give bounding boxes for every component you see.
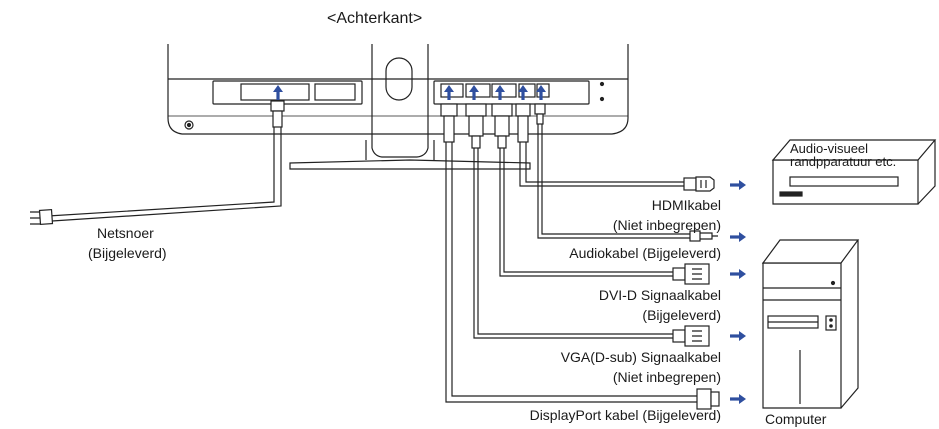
- monitor-back: [167, 44, 629, 135]
- hdmi-cable: [515, 103, 715, 192]
- monitor-stand: [289, 44, 531, 170]
- displayport-cable-label: DisplayPort kabel (Bijgeleverd): [529, 407, 721, 423]
- power-cord-note: (Bijgeleverd): [88, 245, 167, 261]
- displayport-cable: [440, 103, 720, 410]
- audio-cable: [534, 103, 718, 242]
- vga-output-arrow-icon: [730, 331, 746, 341]
- dvi-port-arrow-icon: [495, 85, 505, 100]
- power-port-arrow-icon: [273, 85, 283, 100]
- vga-cable-label: VGA(D-sub) Signaalkabel: [560, 349, 721, 365]
- power-cord-label: Netsnoer: [97, 225, 154, 241]
- hdmi-cable-note: (Niet inbegrepen): [612, 217, 721, 233]
- audio-output-arrow-icon: [730, 232, 746, 242]
- av-device-label-line1: Audio-visueel: [790, 141, 869, 156]
- vga-cable: [465, 103, 710, 347]
- audio-cable-label: Audiokabel (Bijgeleverd): [569, 245, 721, 261]
- displayport-output-arrow-icon: [730, 394, 746, 404]
- vga-port-arrow-icon: [469, 85, 479, 100]
- power-cord: [30, 100, 285, 226]
- hdmi-cable-label: HDMIkabel: [651, 197, 721, 213]
- displayport-port-arrow-icon: [444, 85, 454, 100]
- hdmi-output-arrow-icon: [730, 180, 746, 190]
- computer-label: Computer: [765, 411, 827, 427]
- vga-cable-note: (Niet inbegrepen): [612, 369, 721, 385]
- dvi-cable-label: DVI-D Signaalkabel: [598, 287, 721, 303]
- dvi-cable: [491, 103, 710, 285]
- dvi-cable-note: (Bijgeleverd): [642, 307, 721, 323]
- computer-tower-icon: [761, 239, 860, 409]
- av-device-icon: [771, 139, 937, 205]
- av-device-label-line2: randpparatuur etc.: [790, 154, 897, 169]
- diagram-title: <Achterkant>: [327, 10, 423, 27]
- dvi-output-arrow-icon: [730, 269, 746, 279]
